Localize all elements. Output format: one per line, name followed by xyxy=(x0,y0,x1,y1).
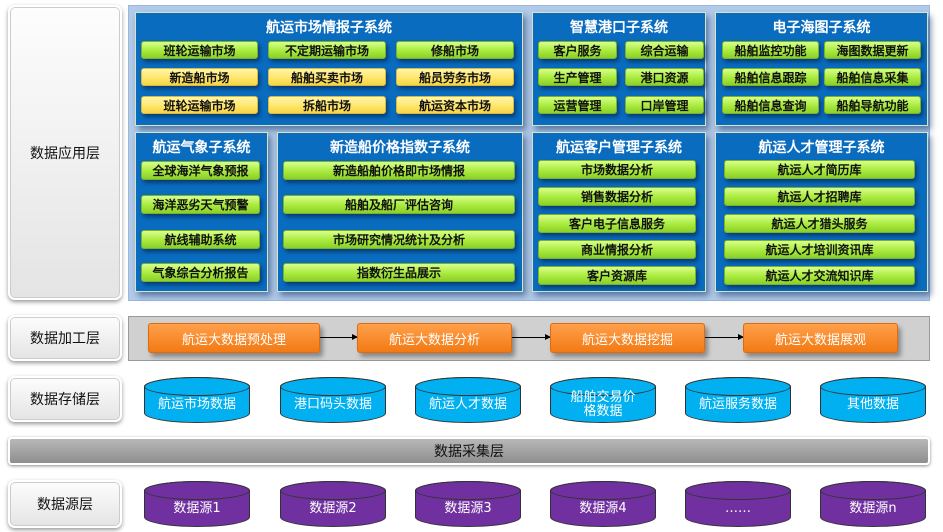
module-button[interactable]: 商业情报分析 xyxy=(538,240,696,259)
module-button[interactable]: 船舶信息采集 xyxy=(824,68,921,86)
subsystem-title: 航运人才管理子系统 xyxy=(758,140,885,156)
module-button[interactable]: 全球海洋气象预报 xyxy=(141,161,260,180)
module-button[interactable]: 海洋恶劣天气预警 xyxy=(141,195,260,214)
module-button[interactable]: 修船市场 xyxy=(396,41,514,59)
subsystem-title: 航运市场情报子系统 xyxy=(266,20,392,36)
arrow-icon xyxy=(705,334,744,340)
source-cylinder: 数据源4 xyxy=(550,481,656,527)
module-button[interactable]: 口岸管理 xyxy=(625,96,704,114)
storage-cylinder: 航运市场数据 xyxy=(144,377,250,423)
module-button[interactable]: 航运人才招聘库 xyxy=(724,187,915,206)
cylinder-label: 数据源2 xyxy=(309,501,357,516)
storage-cylinder: 其他数据 xyxy=(820,377,926,423)
subsystem-title: 智慧港口子系统 xyxy=(570,20,668,36)
module-button[interactable]: 综合运输 xyxy=(625,41,704,59)
module-button[interactable]: 航运人才猎头服务 xyxy=(724,214,915,233)
source-cylinder: 数据源3 xyxy=(415,481,521,527)
storage-cylinder: 港口码头数据 xyxy=(280,377,386,423)
module-button[interactable]: 生产管理 xyxy=(538,68,617,86)
storage-cylinder: 航运人才数据 xyxy=(415,377,521,423)
module-button[interactable]: 港口资源 xyxy=(625,68,704,86)
cylinder-label: …… xyxy=(725,501,751,516)
module-button[interactable]: 船舶信息跟踪 xyxy=(722,68,819,86)
cylinder-label: 数据源3 xyxy=(444,501,492,516)
cylinder-label: 航运人才数据 xyxy=(428,397,507,412)
source-cylinder: 数据源2 xyxy=(280,481,386,527)
cylinder-label: 船舶交易价格数据 xyxy=(570,390,636,419)
subsystem-talent: 航运人才管理子系统 xyxy=(715,132,928,292)
module-button[interactable]: 船舶导航功能 xyxy=(824,96,921,114)
storage-cylinder: 船舶交易价格数据 xyxy=(550,377,656,423)
module-button[interactable]: 运营管理 xyxy=(538,96,617,114)
process-step: 航运大数据预处理 xyxy=(148,323,320,353)
cylinder-label: 数据源1 xyxy=(173,501,221,516)
cylinder-label: 航运市场数据 xyxy=(157,397,236,412)
layer-label-source: 数据源层 xyxy=(8,480,122,528)
cylinder-label: 港口码头数据 xyxy=(293,397,372,412)
subsystem-title: 新造船价格指数子系统 xyxy=(330,140,470,156)
subsystem-title: 航运客户管理子系统 xyxy=(556,140,682,156)
module-button[interactable]: 客户电子信息服务 xyxy=(538,214,696,233)
process-step: 航运大数据分析 xyxy=(357,323,512,353)
cylinder-label: 其他数据 xyxy=(846,397,899,412)
cylinder-label: 航运服务数据 xyxy=(698,397,777,412)
module-button[interactable]: 市场研究情况统计及分析 xyxy=(283,230,515,249)
module-button[interactable]: 客户服务 xyxy=(538,41,617,59)
module-button[interactable]: 航运资本市场 xyxy=(396,96,514,114)
module-button[interactable]: 航运人才简历库 xyxy=(724,160,915,179)
module-button[interactable]: 气象综合分析报告 xyxy=(141,263,260,282)
module-button[interactable]: 班轮运输市场 xyxy=(141,96,258,114)
arrow-icon xyxy=(320,334,358,340)
module-button[interactable]: 航线辅助系统 xyxy=(141,230,260,249)
module-button[interactable]: 客户资源库 xyxy=(538,266,696,285)
module-button[interactable]: 班轮运输市场 xyxy=(141,41,258,59)
module-button[interactable]: 销售数据分析 xyxy=(538,187,696,206)
subsystem-title: 航运气象子系统 xyxy=(152,140,251,156)
subsystem-customer: 航运客户管理子系统 xyxy=(532,132,706,292)
source-cylinder: 数据源1 xyxy=(144,481,250,527)
module-button[interactable]: 海图数据更新 xyxy=(824,41,921,59)
module-button[interactable]: 拆船市场 xyxy=(268,96,386,114)
module-button[interactable]: 市场数据分析 xyxy=(538,160,696,179)
process-step: 航运大数据挖掘 xyxy=(550,323,705,353)
module-button[interactable]: 航运人才交流知识库 xyxy=(724,266,915,285)
process-step: 航运大数据展观 xyxy=(743,323,898,353)
cylinder-label: 数据源4 xyxy=(579,501,627,516)
layer-label-storage: 数据存储层 xyxy=(8,376,122,422)
layer-label-app: 数据应用层 xyxy=(8,5,122,300)
arrow-icon xyxy=(512,334,551,340)
module-button[interactable]: 指数衍生品展示 xyxy=(283,263,515,282)
module-button[interactable]: 船舶监控功能 xyxy=(722,41,819,59)
subsystem-title: 电子海图子系统 xyxy=(772,20,871,36)
module-button[interactable]: 航运人才培训资讯库 xyxy=(724,240,915,259)
cylinder-label: 数据源n xyxy=(849,501,897,516)
module-button[interactable]: 船员劳务市场 xyxy=(396,68,514,86)
module-button[interactable]: 不定期运输市场 xyxy=(268,41,386,59)
layer-label-process: 数据加工层 xyxy=(8,315,122,361)
module-button[interactable]: 船舶买卖市场 xyxy=(268,68,386,86)
module-button[interactable]: 船舶信息查询 xyxy=(722,96,819,114)
module-button[interactable]: 船舶及船厂评估咨询 xyxy=(283,195,515,214)
layer-collect-bar: 数据采集层 xyxy=(8,437,930,465)
storage-cylinder: 航运服务数据 xyxy=(685,377,791,423)
module-button[interactable]: 新造船市场 xyxy=(141,68,258,86)
module-button[interactable]: 新造船舶价格即市场情报 xyxy=(283,161,515,180)
source-cylinder: 数据源n xyxy=(820,481,926,527)
source-cylinder: …… xyxy=(685,481,791,527)
